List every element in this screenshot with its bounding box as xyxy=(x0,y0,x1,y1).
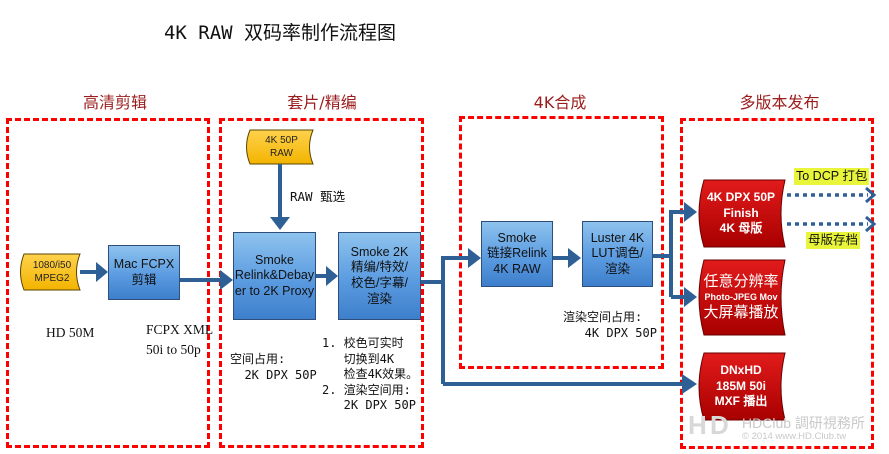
process-fcpx-line: 剪辑 xyxy=(131,272,157,287)
process-relink-line: Smoke xyxy=(497,230,537,245)
output-dnxhd-line: DNxHD xyxy=(720,363,762,378)
source-raw-format: 4K 50P xyxy=(265,135,298,146)
process-fcpx-line: Mac FCPX xyxy=(113,256,175,271)
stage-frame-hd-edit xyxy=(6,118,210,448)
process-2k-line: 渲染 xyxy=(366,291,392,306)
process-proxy-line: Relink&Debay xyxy=(234,268,315,283)
arrowhead xyxy=(220,270,233,290)
stage-label-4k-composite: 4K合成 xyxy=(533,93,587,112)
output-shape-any-res-fill xyxy=(698,259,786,336)
arrowhead xyxy=(682,374,697,394)
process-2k-line: 精编/特效/ xyxy=(351,260,408,275)
output-master-line: 4K 母版 xyxy=(719,221,763,236)
output-anyres-line: 任意分辨率 xyxy=(703,273,779,291)
hd-bitrate-label: HD 50M xyxy=(46,325,95,340)
stage-frame-4k-composite xyxy=(459,116,664,369)
output-shape-master xyxy=(698,179,786,248)
source-raw-type: RAW xyxy=(270,148,293,159)
process-luster-line: LUT调色/ xyxy=(591,246,644,261)
output-master-line: Finish xyxy=(723,205,759,220)
output-any-resolution: 任意分辨率 Photo-JPEG Mov 大屏幕播放 xyxy=(700,260,782,335)
watermark-logo-icon: H D xyxy=(688,410,729,440)
source-hd-codec: MPEG2 xyxy=(34,273,70,284)
output-shape-dnxhd xyxy=(698,352,786,421)
stage-label-hd-edit: 高清剪辑 xyxy=(82,93,147,112)
line-to-master xyxy=(669,210,686,297)
space-usage-4k: 渲染空间占用: 4K DPX 50P xyxy=(563,310,657,340)
raw-select-label: RAW 甄选 xyxy=(290,189,346,204)
output-anyres-line: 大屏幕播放 xyxy=(703,304,779,322)
to-dcp-label: To DCP 打包 xyxy=(794,168,870,185)
process-relink-line: 链接Relink xyxy=(487,246,547,261)
fcpx-xml-label: FCPX XML 50i to 50p xyxy=(146,322,214,357)
output-master-line: 4K DPX 50P xyxy=(706,190,776,205)
output-anyres-line: Photo-JPEG Mov xyxy=(704,291,778,302)
output-dnxhd-line: 185M 50i xyxy=(715,378,767,393)
notes-2k: 1. 校色可实时 切换到4K 检查4K效果。 2. 渲染空间用: 2K DPX … xyxy=(322,336,419,413)
stage-label-release: 多版本发布 xyxy=(739,93,820,112)
process-proxy-line: er to 2K Proxy xyxy=(234,283,315,298)
watermark-line2: © 2014 www.HD.Club.tw xyxy=(742,431,847,442)
stage-frame-release xyxy=(680,118,874,449)
arrowhead xyxy=(568,248,581,268)
source-raw: 4K 50P RAW xyxy=(250,130,313,164)
arrowhead xyxy=(865,186,877,204)
process-luster-line: Luster 4K xyxy=(590,230,645,245)
arrowhead xyxy=(684,287,697,307)
watermark-line1: HDClub 調研視務所 xyxy=(742,415,865,431)
process-2k-line: Smoke 2K xyxy=(350,244,409,259)
line-to-relink xyxy=(441,256,470,384)
output-dnxhd-line: MXF 播出 xyxy=(714,394,768,409)
archive-label: 母版存档 xyxy=(806,232,861,249)
arrowhead xyxy=(468,248,481,268)
arrowhead xyxy=(326,266,338,286)
process-relink-line: 4K RAW xyxy=(493,261,541,276)
arrowhead xyxy=(96,262,108,282)
process-proxy-line: Smoke xyxy=(255,252,294,267)
stage-label-conform: 套片/精编 xyxy=(287,93,357,112)
arrowhead xyxy=(865,215,877,233)
source-shape-raw xyxy=(246,129,314,165)
space-usage-2k: 空间占用: 2K DPX 50P xyxy=(230,352,317,382)
diagram-title: 4K RAW 双码率制作流程图 xyxy=(163,22,397,44)
source-shape-hd xyxy=(20,253,81,291)
source-hd-format: 1080/i50 xyxy=(32,260,72,271)
arrowhead xyxy=(270,217,290,230)
process-2k-line: 校色/字幕/ xyxy=(351,276,408,290)
process-luster-line: 渲染 xyxy=(604,261,630,276)
arrowhead xyxy=(684,202,697,222)
